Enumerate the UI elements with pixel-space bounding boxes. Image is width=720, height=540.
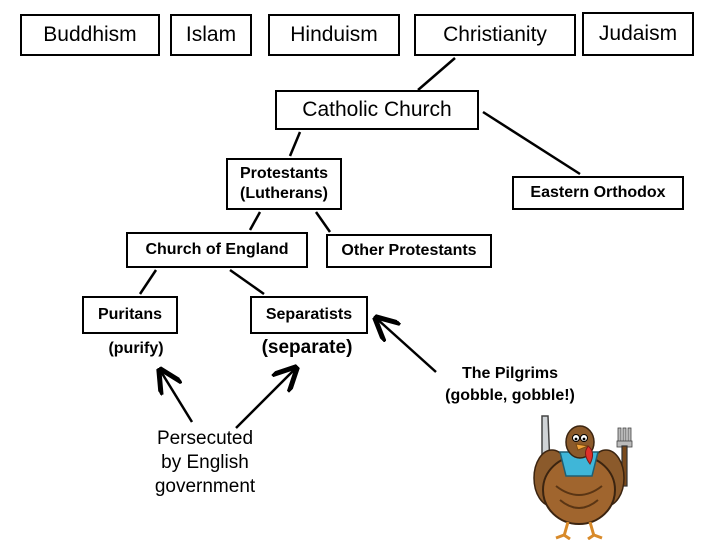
puritans-label: Puritans [97,306,162,323]
persecuted-line-3: government [154,476,256,497]
religion-hinduism-label: Hinduism [290,23,378,46]
connector-coe-puritans [138,269,158,295]
pilgrims-title: The Pilgrims [461,365,559,382]
protestants-label: Protestants [239,165,329,182]
persecuted-line-1: Persecuted [156,428,254,449]
religion-judaism-label: Judaism [598,22,678,45]
connector-coe-separatists [229,268,265,296]
connector-christianity-catholic [417,57,456,91]
eastern-orthodox-label: Eastern Orthodox [530,184,666,201]
other-protestants-box: Other Protestants [326,234,492,268]
pilgrims-subtitle: (gobble, gobble!) [445,387,575,404]
separatists-label: Separatists [265,306,353,323]
eastern-orthodox-box: Eastern Orthodox [512,176,684,210]
pilgrims-note: The Pilgrims (gobble, gobble!) [410,363,610,407]
church-of-england-label: Church of England [145,241,289,258]
religion-christianity: Christianity [414,14,576,56]
lutherans-label: (Lutherans) [240,185,328,202]
connector-protestants-coe [248,211,262,231]
religion-islam: Islam [170,14,252,56]
religion-judaism: Judaism [582,12,694,56]
persecuted-note: Persecuted by English government [130,427,280,499]
religion-islam-label: Islam [185,23,237,46]
catholic-church-box: Catholic Church [275,90,479,130]
purify-note: (purify) [108,340,164,357]
persecuted-line-2: by English [161,452,249,473]
church-of-england-box: Church of England [126,232,308,268]
pilgrim-turkey-icon [533,415,633,540]
puritans-box: Puritans [82,296,178,334]
arrow-persecuted-purify [160,370,194,423]
protestants-box: Protestants (Lutherans) [226,158,342,210]
separatists-box: Separatists [250,296,368,334]
connector-catholic-protestants [288,131,302,157]
separate-note: (separate) [261,337,353,358]
catholic-church-label: Catholic Church [302,98,452,121]
religion-hinduism: Hinduism [268,14,400,56]
religion-buddhism-label: Buddhism [43,23,137,46]
connector-catholic-orthodox [482,110,581,176]
religion-christianity-label: Christianity [443,23,547,46]
arrow-persecuted-separate [235,368,296,429]
arrow-pilgrims-separatists [376,318,437,373]
connector-protestants-other [314,211,332,233]
other-protestants-label: Other Protestants [341,242,477,259]
religion-buddhism: Buddhism [20,14,160,56]
